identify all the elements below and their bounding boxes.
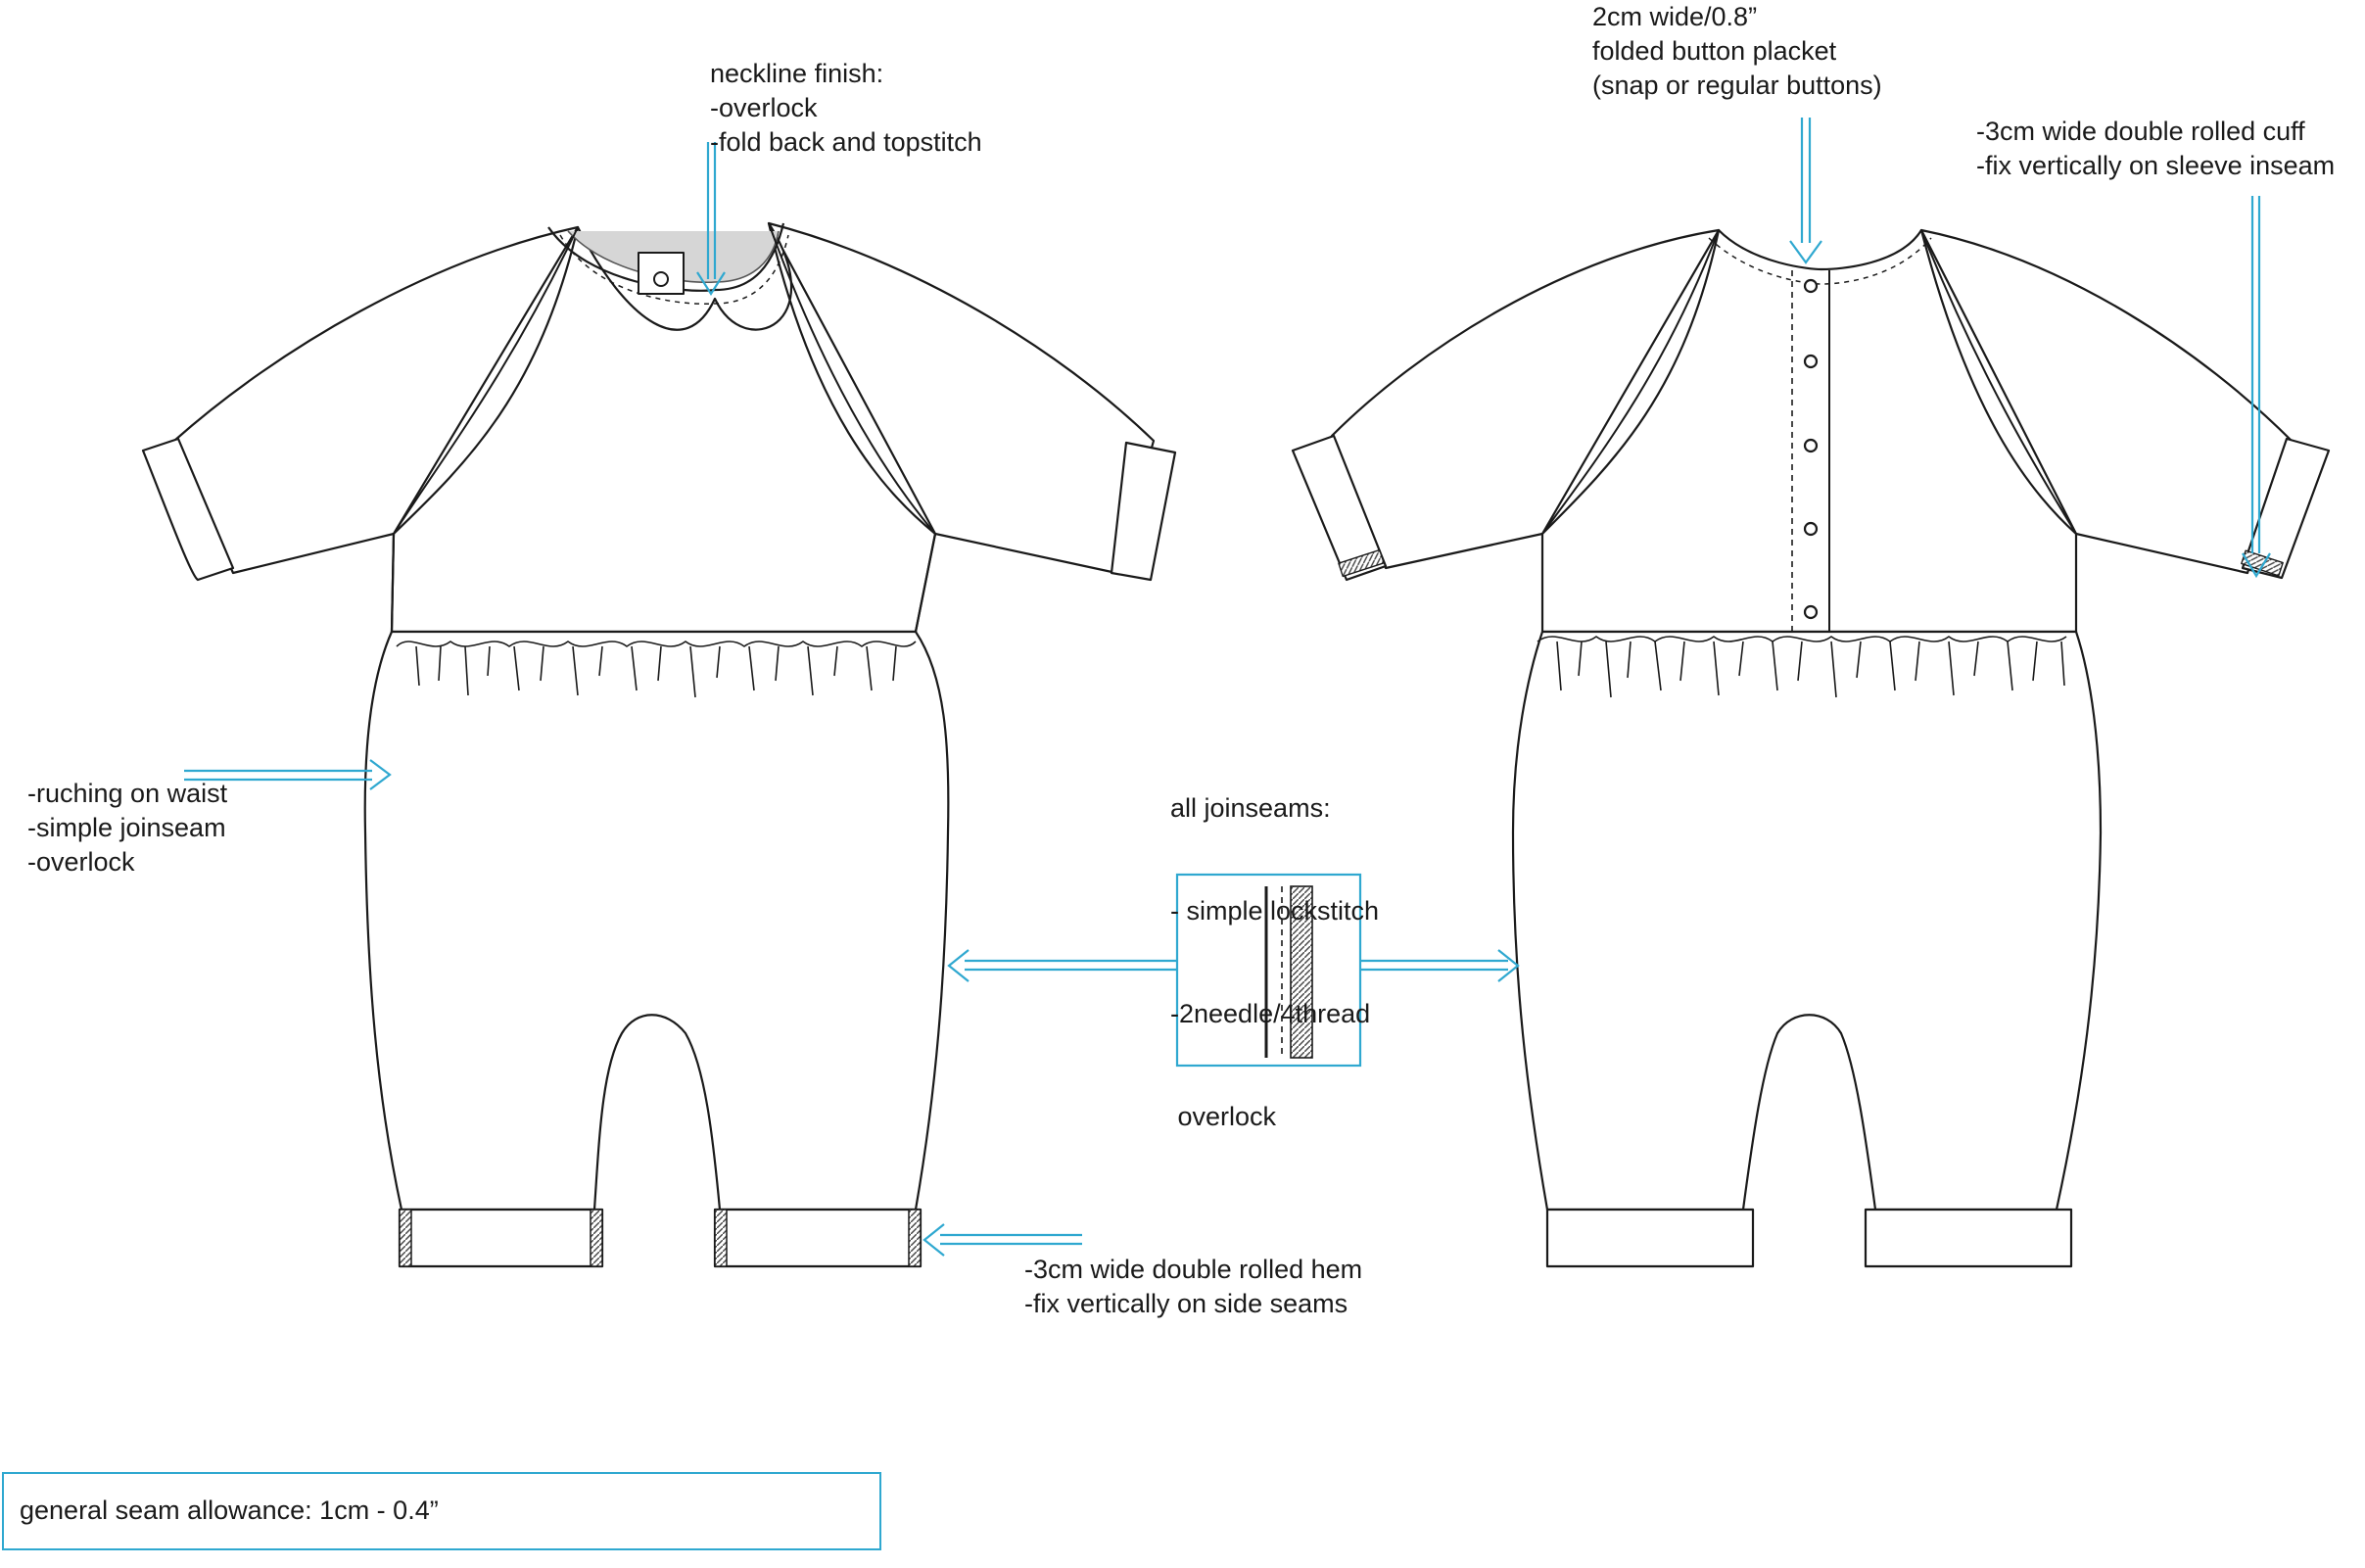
front-left-sleeve — [172, 225, 580, 575]
joinseams-note-line: -2needle/4thread — [1170, 999, 1371, 1028]
cuff-note-line: -3cm wide double rolled cuff — [1976, 117, 2305, 146]
waist-note-line: -ruching on waist — [27, 779, 228, 808]
seam-detail-box — [1175, 873, 1362, 1068]
waist-arrow — [184, 759, 392, 790]
callout-arrows — [184, 118, 2271, 1257]
back-right-cuff — [2241, 437, 2331, 580]
joinseams-note: all joinseams: - simple lockstitch -2nee… — [1170, 723, 1379, 1168]
back-right-sleeve — [1919, 228, 2294, 575]
neckline-note-line: -fold back and topstitch — [710, 127, 982, 157]
cuff-arrow — [2242, 196, 2271, 579]
waist-note-line: -simple joinseam — [27, 813, 226, 842]
back-left-hem — [1545, 1208, 1755, 1268]
back-left-sleeve — [1330, 228, 1721, 570]
neckline-arrow — [696, 142, 726, 297]
hem-arrow — [922, 1223, 1082, 1257]
front-left-hem — [398, 1208, 604, 1268]
back-left-cuff — [1291, 434, 1388, 582]
placket-note-line: (snap or regular buttons) — [1592, 71, 1882, 100]
cuff-note: -3cm wide double rolled cuff -fix vertic… — [1976, 115, 2335, 183]
front-right-hem — [713, 1208, 922, 1268]
neckline-note-title: neckline finish: — [710, 59, 884, 88]
back-button-placket — [1791, 270, 1830, 632]
neckline-note: neckline finish: -overlock -fold back an… — [710, 57, 982, 160]
front-pants — [363, 630, 950, 1212]
joinseams-note-line: overlock — [1170, 1102, 1277, 1131]
back-bodice — [1540, 228, 2078, 634]
joinseams-note-title: all joinseams: — [1170, 793, 1331, 823]
hem-note: -3cm wide double rolled hem -fix vertica… — [1024, 1253, 1362, 1321]
front-left-cuff — [141, 437, 235, 582]
front-right-sleeve — [767, 221, 1156, 575]
hem-note-line: -3cm wide double rolled hem — [1024, 1255, 1363, 1284]
placket-note-line: 2cm wide/0.8” — [1592, 2, 1758, 31]
placket-note-line: folded button placket — [1592, 36, 1837, 66]
placket-arrow — [1789, 118, 1822, 264]
joinseam-arrow-right — [1360, 949, 1520, 982]
placket-note: 2cm wide/0.8” folded button placket (sna… — [1592, 0, 1882, 103]
neckline-note-line: -overlock — [710, 93, 818, 122]
cuff-note-line: -fix vertically on sleeve inseam — [1976, 151, 2336, 180]
joinseam-arrow-left — [947, 949, 1177, 982]
front-right-cuff — [1110, 441, 1177, 582]
back-waist-ruching — [1537, 636, 2067, 698]
front-bodice — [390, 221, 937, 634]
seam-allowance-box: general seam allowance: 1cm - 0.4” — [2, 1472, 881, 1550]
waist-note: -ruching on waist -simple joinseam -over… — [27, 777, 227, 879]
back-right-hem — [1864, 1208, 2073, 1268]
waist-note-line: -overlock — [27, 847, 135, 877]
back-view — [1291, 228, 2331, 1268]
back-pants — [1511, 630, 2103, 1212]
front-waist-ruching — [396, 641, 917, 698]
front-view — [141, 221, 1177, 1268]
joinseams-note-line: - simple lockstitch — [1170, 896, 1380, 926]
hem-note-line: -fix vertically on side seams — [1024, 1289, 1348, 1318]
seam-allowance-text: general seam allowance: 1cm - 0.4” — [20, 1496, 439, 1525]
